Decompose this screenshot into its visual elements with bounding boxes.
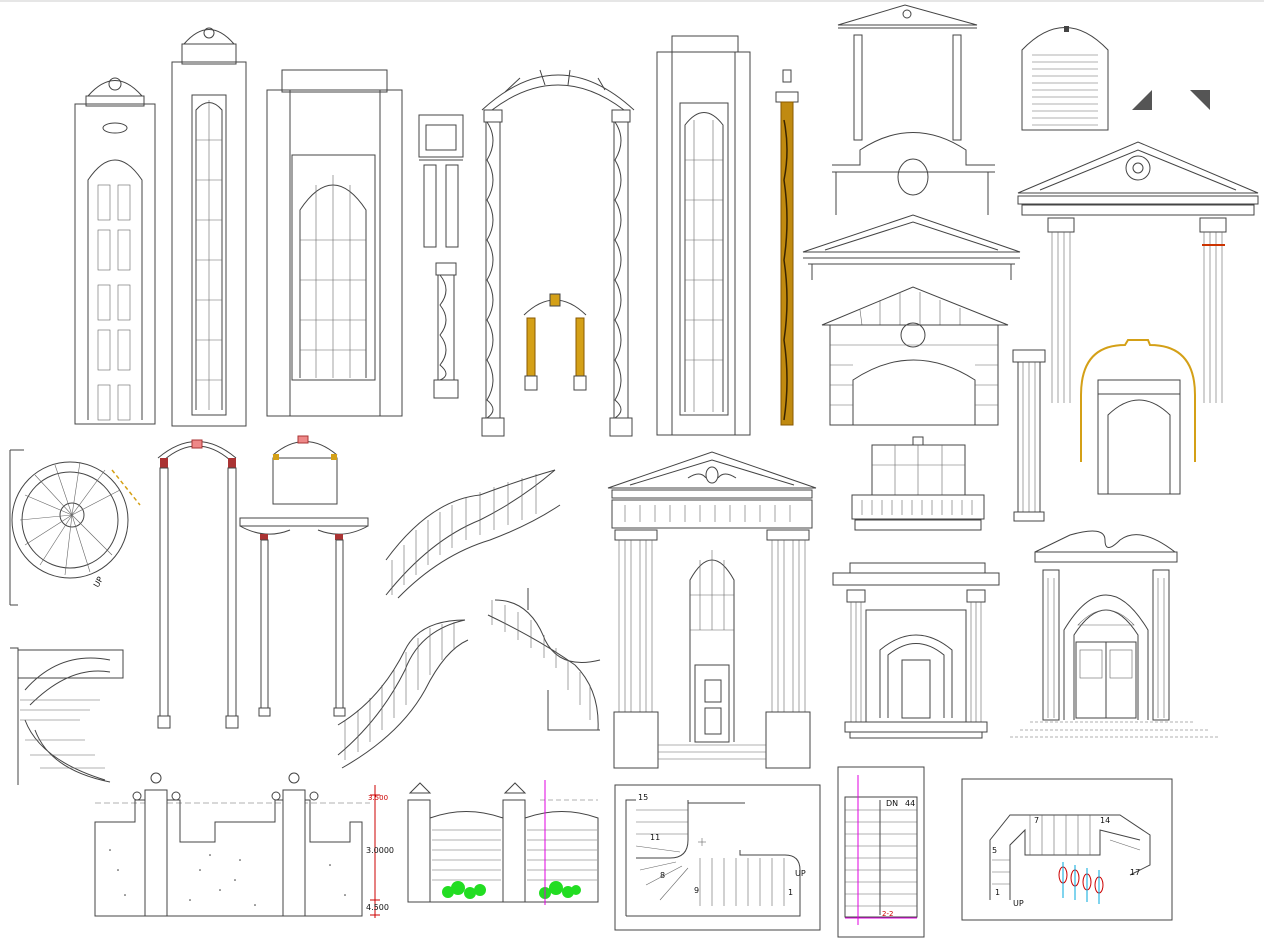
gold-arch-small [523, 293, 587, 391]
brick-arch-twisted-columns [481, 69, 635, 437]
arched-double-door [1010, 530, 1220, 738]
column-pair-small [418, 114, 464, 248]
entrance-portico [832, 562, 1000, 739]
triangular-pediment [802, 214, 1021, 280]
boundary-wall-section: 3.500 3.0000 4.500 [94, 772, 394, 918]
stair-up-label-3: UP [1013, 899, 1024, 908]
stone-arch-gate [821, 286, 1009, 426]
tall-decorated-arch [157, 439, 239, 729]
stair-44-label: 44 [905, 799, 915, 808]
stair-15-label: 15 [638, 793, 648, 802]
tower-elevation-2 [171, 27, 247, 427]
spiral-stair-elevation [10, 647, 124, 785]
stair-up-label-2: UP [795, 869, 806, 878]
gate-elevation [407, 780, 599, 905]
facade-arched-window [266, 69, 403, 417]
temple-facade [607, 451, 817, 769]
tower-elevation-1 [74, 77, 156, 425]
stair-9-label: 9 [694, 886, 699, 895]
tall-window-facade [656, 35, 751, 436]
pediment-gate [837, 4, 978, 141]
balcony-window [851, 436, 985, 531]
twisted-column [433, 262, 459, 399]
stair-5-label: 5 [992, 846, 997, 855]
portico-pediment [1017, 141, 1259, 403]
section-22-label: 2-2 [882, 910, 893, 918]
gold-arch-window [1080, 339, 1196, 495]
gold-pillar [775, 69, 799, 426]
fluted-pillar [1012, 349, 1046, 522]
stair-7-label: 7 [1034, 816, 1039, 825]
dim-3000: 3.0000 [366, 846, 394, 855]
curved-gable [832, 132, 995, 215]
stair-14-label: 14 [1100, 816, 1110, 825]
pergola-columns [239, 517, 369, 717]
straight-stair-plan: DN 44 2-2 [837, 766, 925, 938]
stair-dn-label: DN [886, 799, 898, 808]
spiral-stair-plan: UP [9, 449, 141, 606]
dim-top: 3.500 [368, 794, 388, 802]
curved-staircase-3 [487, 588, 601, 731]
stair-1-label: 1 [788, 888, 793, 897]
l-stair-plan: 15 11 8 9 1 UP [614, 784, 821, 931]
curved-staircase-2 [337, 619, 469, 769]
stair-1b-label: 1 [995, 888, 1000, 897]
dim-4500: 4.500 [366, 903, 389, 912]
u-stair-plan: 7 14 17 5 1 UP [961, 778, 1173, 921]
stair-11-label: 11 [650, 833, 660, 842]
curved-staircase-1 [385, 469, 561, 599]
small-arch-frame [272, 435, 338, 505]
louvered-arched-door [1021, 26, 1210, 131]
stair-17-label: 17 [1130, 868, 1140, 877]
stair-8-label: 8 [660, 871, 665, 880]
